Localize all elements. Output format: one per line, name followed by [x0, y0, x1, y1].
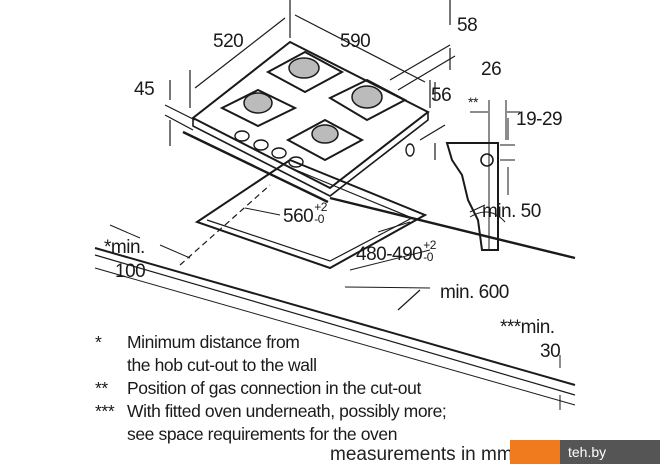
- measurements-note: measurements in mm: [330, 444, 513, 465]
- dim-58: 58: [457, 15, 478, 36]
- note-marker: *: [95, 332, 102, 352]
- dim-45: 45: [134, 79, 155, 100]
- dim-19-29: 19-29: [516, 109, 563, 130]
- min-wall-label: *min.: [104, 237, 145, 258]
- note-text: see space requirements for the oven: [127, 424, 398, 444]
- dim-480-490: 480-490+2-0: [356, 239, 436, 265]
- tol-minus: -0: [423, 250, 433, 264]
- tol-plus: +2: [314, 200, 327, 214]
- worktop: [94, 158, 576, 410]
- min-thick-value: 30: [540, 341, 561, 362]
- burner-caps: [243, 57, 383, 144]
- value: 480-490: [356, 244, 423, 265]
- note-text: Minimum distance from: [127, 332, 300, 352]
- value: 560: [283, 206, 314, 227]
- note-marker: ***: [95, 401, 115, 421]
- min-50: min. 50: [482, 201, 541, 222]
- note: ** Position of gas connection in the cut-…: [95, 377, 446, 400]
- min-thick-label: ***min.: [500, 317, 555, 338]
- hob: [182, 40, 430, 204]
- note-text: With fitted oven underneath, possibly mo…: [127, 401, 447, 421]
- dim-56: 56: [431, 85, 452, 106]
- watermark: teh.by: [510, 440, 660, 464]
- note: see space requirements for the oven: [95, 423, 446, 446]
- note-text: Position of gas connection in the cut-ou…: [127, 378, 421, 398]
- dim-560: 560+2-0: [283, 201, 327, 227]
- min-600: min. 600: [440, 282, 509, 303]
- footnotes: * Minimum distance from the hob cut-out t…: [95, 331, 447, 446]
- note-text: the hob cut-out to the wall: [127, 355, 317, 375]
- knobs: [234, 130, 415, 168]
- dim-26: 26: [481, 59, 502, 80]
- note: *** With fitted oven underneath, possibly…: [95, 400, 447, 423]
- note: the hob cut-out to the wall: [95, 354, 446, 377]
- dim-520: 520: [213, 31, 244, 52]
- dim-590: 590: [340, 31, 371, 52]
- gas-connection-detail: [445, 100, 520, 251]
- note-marker: **: [95, 378, 108, 398]
- watermark-text: teh.by: [560, 440, 660, 464]
- burners: [219, 50, 408, 162]
- tol-minus: -0: [314, 212, 324, 226]
- note: * Minimum distance from: [95, 331, 446, 354]
- tolerance: +2-0: [423, 239, 436, 263]
- watermark-logo: [510, 440, 560, 464]
- dimension-lines: [164, 0, 456, 160]
- tol-plus: +2: [423, 238, 436, 252]
- tolerance: +2-0: [314, 201, 327, 225]
- min-wall-value: 100: [115, 261, 146, 282]
- gas-marker: **: [468, 94, 478, 110]
